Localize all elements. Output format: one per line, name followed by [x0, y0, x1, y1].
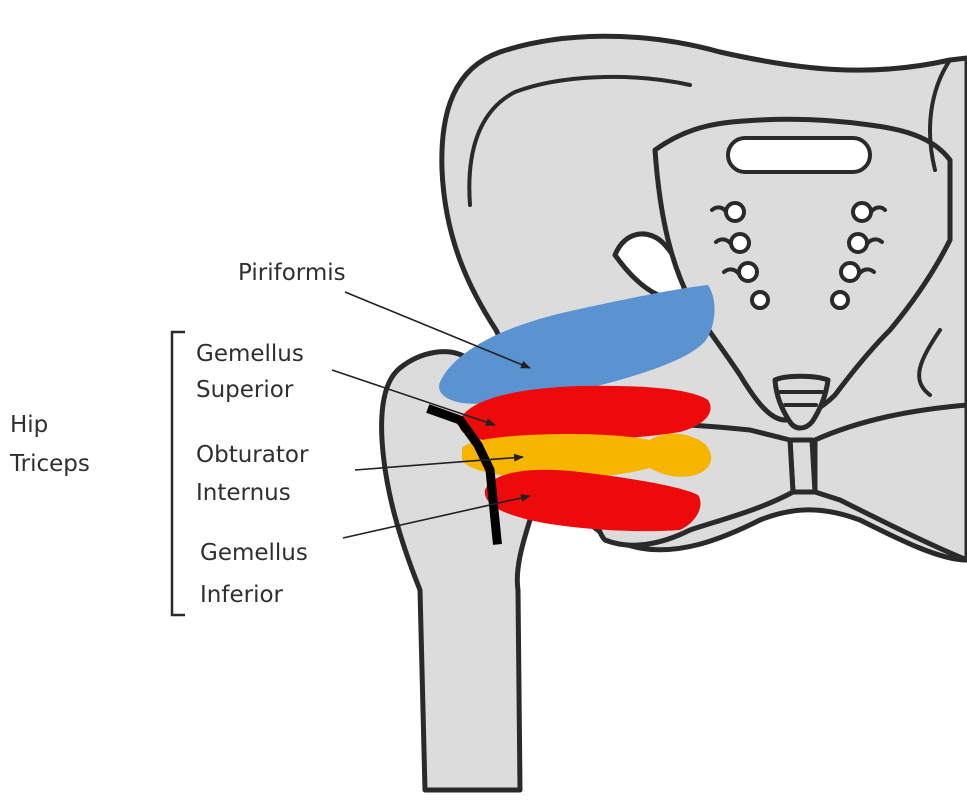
- gemellus-superior-label-line1: Gemellus: [196, 341, 304, 367]
- sciatic-nerve: [426, 404, 502, 545]
- obturator-internus-muscle: [462, 433, 712, 479]
- obturator-internus-label-line1: Obturator: [196, 442, 309, 468]
- iliac-crest-line: [467, 74, 692, 207]
- piriformis-muscle: [439, 285, 715, 404]
- piriformis-leader: [344, 291, 531, 369]
- gemellus-superior-label-line2: Superior: [196, 377, 294, 403]
- sacral-foramina-right: [830, 201, 887, 310]
- obturator-internus-label-line2: Internus: [196, 480, 291, 506]
- obturator-internus-leader: [354, 453, 524, 471]
- hip-triceps-bracket: [170, 330, 185, 617]
- hip-triceps-label-line1: Hip: [10, 412, 48, 438]
- hip-triceps-label-line2: Triceps: [9, 451, 90, 477]
- coccyx-bone: [772, 373, 831, 431]
- labels: Piriformis Gemellus Superior Obturator I…: [9, 260, 346, 608]
- muscles: [426, 285, 715, 545]
- sacral-foramina-left: [710, 201, 770, 310]
- right-pubis: [812, 402, 967, 563]
- gemellus-inferior-leader: [342, 494, 531, 539]
- gemellus-superior-muscle: [459, 385, 711, 442]
- gemellus-inferior-muscle: [484, 469, 701, 532]
- leader-lines: [331, 291, 531, 539]
- gemellus-superior-leader: [331, 369, 496, 426]
- gemellus-inferior-label-line2: Inferior: [200, 582, 284, 608]
- gemellus-inferior-label-line1: Gemellus: [200, 540, 308, 566]
- right-ilium-edge: [928, 58, 952, 172]
- sacral-base: [726, 136, 872, 174]
- piriformis-label: Piriformis: [238, 260, 346, 286]
